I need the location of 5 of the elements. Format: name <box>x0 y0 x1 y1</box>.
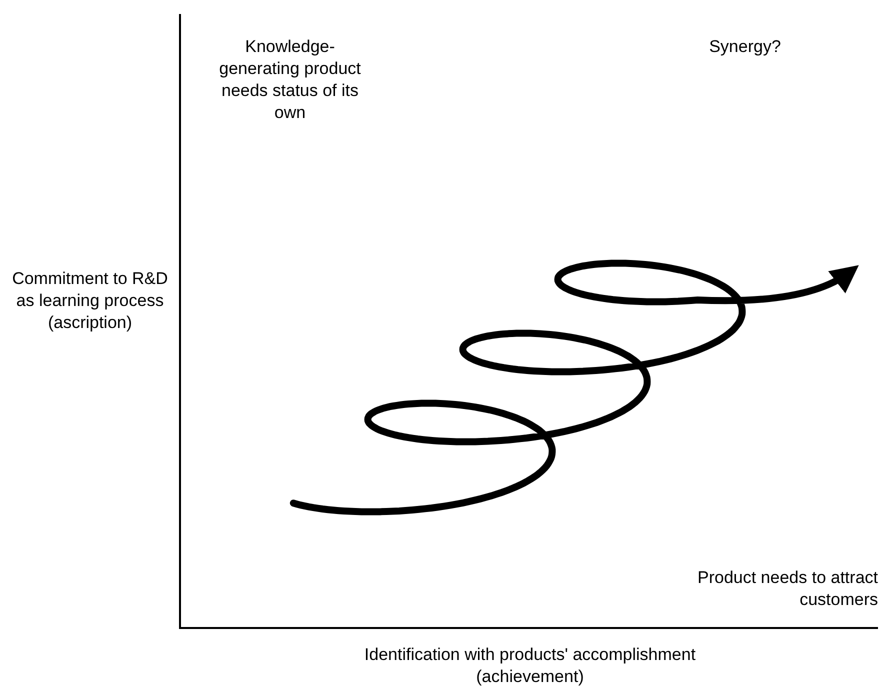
quadrant-label: Knowledge-generating product needs status of its own <box>218 36 362 124</box>
axis-label: Identification with products' accomplishment (achievement) <box>363 644 697 688</box>
quadrant-label: Product needs to attract customers <box>696 567 878 611</box>
axis-label: Commitment to R&D as learning process (ascription) <box>11 268 169 334</box>
quadrant-label: Synergy? <box>708 36 782 58</box>
